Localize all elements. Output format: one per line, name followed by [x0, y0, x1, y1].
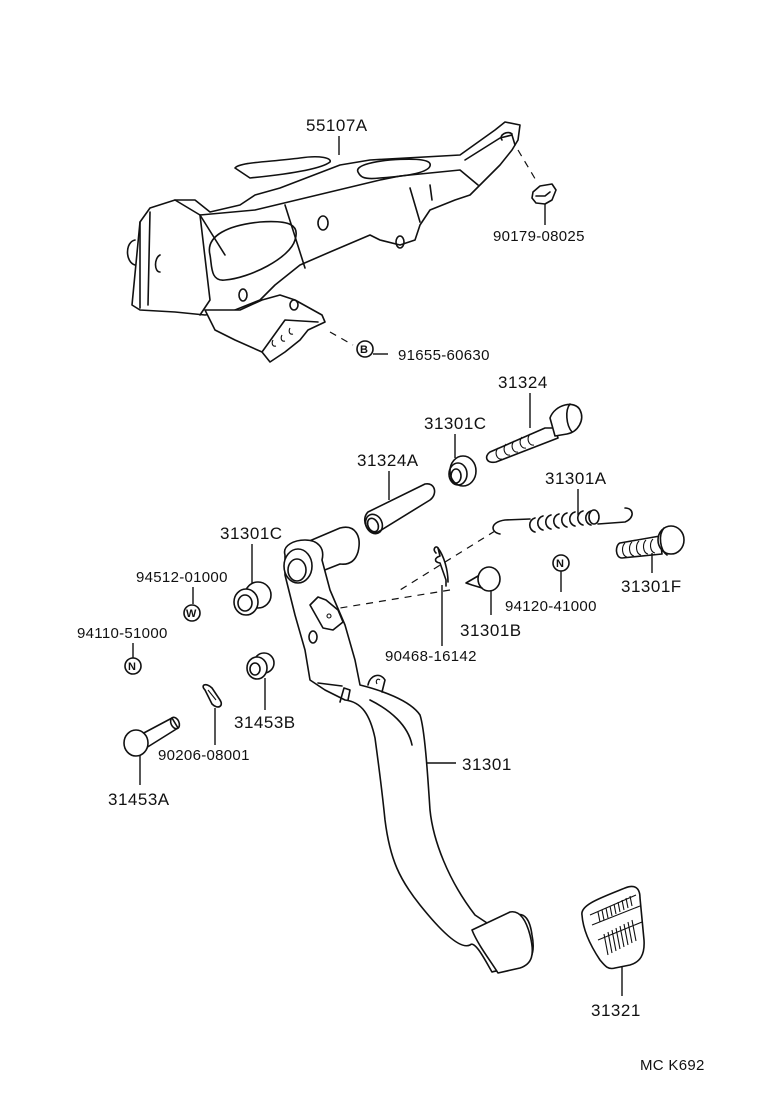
collar-part[interactable] [363, 483, 436, 537]
part-label-31324a: 31324A [357, 451, 419, 470]
part-label-94512-01000: 94512-01000 [136, 569, 228, 586]
part-label-55107a: 55107A [306, 116, 368, 135]
part-label-31301f: 31301F [621, 577, 682, 596]
part-label-31324: 31324 [498, 373, 548, 392]
pedal-bracket[interactable] [126, 121, 521, 363]
part-label-31301c-left: 31301C [220, 524, 283, 543]
bushing-upper-part[interactable] [448, 455, 477, 487]
symbol-n-text: N [556, 558, 564, 570]
assembly-dashed-line [399, 530, 496, 591]
part-label-31321: 31321 [591, 1001, 641, 1020]
part-label-94120-41000: 94120-41000 [505, 598, 597, 615]
part-label-90468-16142: 90468-16142 [385, 648, 477, 665]
symbol-n-text: N [128, 661, 136, 673]
part-label-94110-51000: 94110-51000 [77, 625, 168, 642]
part-label-90179-08025: 90179-08025 [493, 228, 585, 245]
pedal-pad-part[interactable] [581, 885, 645, 970]
part-label-90206-08001: 90206-08001 [158, 747, 250, 764]
diagram-code: MC K692 [640, 1057, 705, 1074]
cushion-part[interactable] [465, 566, 501, 592]
assembly-dashed-line [517, 149, 538, 183]
symbol-n-nut-right[interactable]: N [552, 554, 570, 572]
symbol-w-washer[interactable]: W [183, 604, 201, 622]
part-label-31301b: 31301B [460, 621, 522, 640]
stopper-bolt-part[interactable] [615, 525, 685, 559]
part-label-31301: 31301 [462, 755, 512, 774]
return-spring-part[interactable] [492, 507, 633, 535]
part-label-31453b: 31453B [234, 713, 296, 732]
clip-pin-part[interactable] [202, 683, 223, 708]
symbol-n-nut-left[interactable]: N [124, 657, 142, 675]
symbol-b-bolt[interactable]: B [356, 340, 374, 358]
pedal-lever-part[interactable] [283, 526, 534, 974]
part-label-31301a: 31301A [545, 469, 607, 488]
clevis-bushing-part[interactable] [246, 652, 275, 680]
part-label-91655-60630: 91655-60630 [398, 347, 490, 364]
assembly-dashed-line [329, 331, 354, 346]
symbol-w-text: W [186, 608, 197, 620]
clip-part[interactable] [433, 546, 449, 587]
part-label-31453a: 31453A [108, 790, 170, 809]
part-label-31301c-upper: 31301C [424, 414, 487, 433]
assembly-dashed-line [339, 589, 451, 609]
flange-nut-part[interactable] [531, 183, 557, 205]
symbol-b-text: B [360, 344, 368, 356]
bushing-left-part[interactable] [233, 581, 272, 616]
pivot-bolt-part[interactable] [485, 403, 583, 464]
clevis-pin-part[interactable] [123, 716, 181, 757]
